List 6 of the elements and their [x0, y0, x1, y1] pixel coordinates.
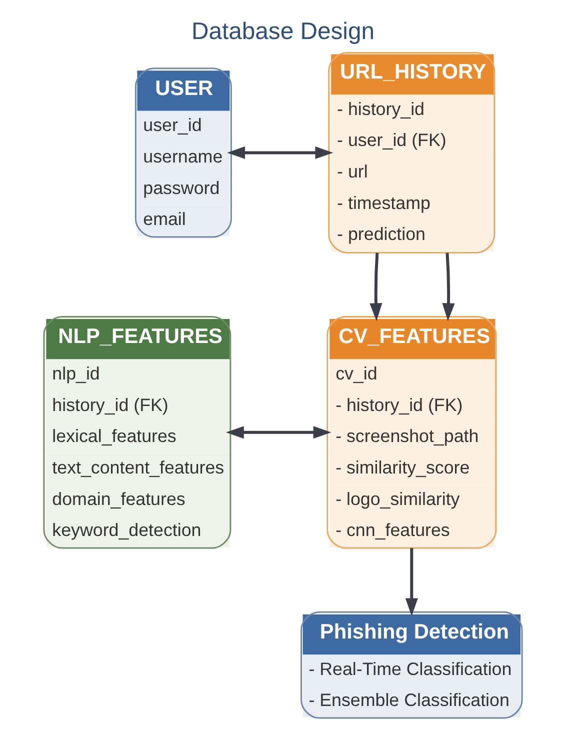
arrow: [225, 426, 331, 439]
arrow: [369, 252, 382, 322]
arrow: [442, 252, 454, 322]
arrow: [404, 548, 418, 616]
diagram-title: Database Design: [190, 18, 374, 46]
arrow: [226, 146, 333, 159]
